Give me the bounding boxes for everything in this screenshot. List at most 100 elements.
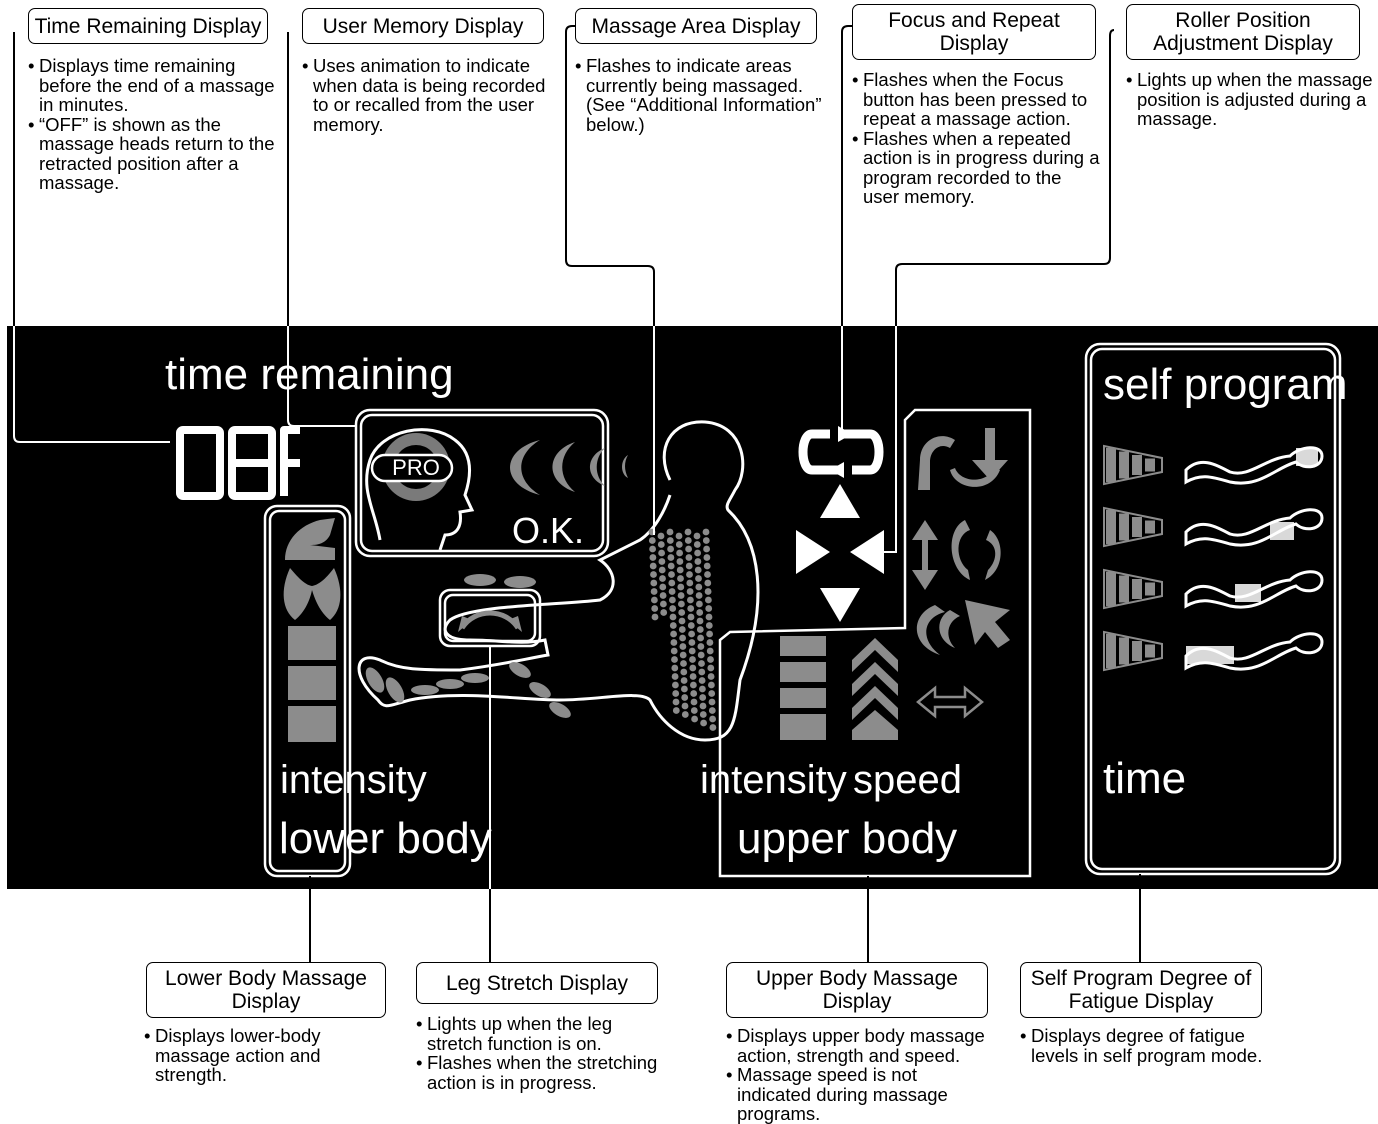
massage-area-dot: [678, 609, 686, 616]
lower-intensity-label: intensity: [280, 758, 427, 802]
massage-area-dot: [667, 545, 674, 553]
self-program-label: self program: [1103, 360, 1348, 409]
massage-area-dot: [686, 571, 693, 578]
massage-area-dot: [671, 673, 679, 680]
bullet: Lights up when the leg stretch function …: [416, 1014, 666, 1053]
fatigue-level-bars: [1103, 630, 1163, 672]
upper-intensity-bars: [780, 636, 826, 740]
fatigue-level-bars: [1103, 568, 1163, 610]
massage-area-dot: [708, 707, 716, 714]
massage-area-dot: [699, 685, 706, 693]
bullet: Displays degree of fatigue levels in sel…: [1020, 1026, 1280, 1065]
time-label: time: [1103, 754, 1187, 803]
massage-area-dot: [693, 532, 701, 540]
massage-area-dot: [696, 617, 704, 625]
massage-area-dot: [651, 605, 659, 612]
lower-body-label: lower body: [279, 814, 492, 863]
massage-area-dot: [695, 592, 703, 599]
massage-area-dot: [688, 630, 695, 638]
leg-massage-pads: [365, 574, 571, 718]
pro-badge-text: PRO: [392, 455, 440, 480]
massage-area-dot: [694, 558, 702, 565]
callout-title: Leg Stretch Display: [416, 962, 658, 1004]
time-digits-display: [176, 426, 300, 500]
reclined-body-icon: [1184, 508, 1324, 547]
massage-area-dot: [697, 634, 704, 642]
massage-area-dot: [697, 651, 705, 659]
massage-area-dot: [669, 596, 676, 604]
massage-area-dot: [708, 690, 716, 697]
lower-body-action-icons: [283, 518, 341, 620]
memory-wave-icon: [510, 440, 628, 495]
massage-area-dot: [706, 639, 714, 646]
massage-area-dot: [681, 702, 689, 710]
focus-arrows-icon: [796, 484, 884, 622]
upper-body-box: [718, 408, 1032, 878]
upper-body-label: upper body: [737, 814, 958, 863]
reclined-body-icon: [1184, 446, 1324, 485]
massage-area-dot: [671, 656, 678, 663]
massage-area-dot: [658, 566, 666, 574]
massage-area-dot: [649, 545, 656, 553]
massage-area-dot: [708, 698, 716, 706]
fatigue-row: [1103, 568, 1324, 610]
massage-area-dot: [698, 668, 706, 676]
massage-area-dot: [678, 626, 686, 633]
massage-area-dot: [694, 566, 702, 574]
massage-area-dot: [690, 681, 697, 689]
lower-intensity-bars: [288, 626, 336, 742]
massage-area-dot: [687, 613, 695, 621]
bullet: “OFF” is shown as the massage heads retu…: [28, 114, 278, 193]
width-adjust-icon: [916, 685, 984, 719]
massage-area-dot: [677, 592, 685, 599]
massage-area-dot: [705, 622, 713, 629]
callout-title: Focus and Repeat Display: [852, 4, 1096, 60]
bullet: Lights up when the massage position is a…: [1126, 70, 1376, 129]
massage-area-dot: [699, 694, 707, 701]
body-figure: [357, 420, 760, 742]
callout-bullets: Uses animation to indicate when data is …: [302, 56, 552, 134]
massage-area-dot: [657, 532, 665, 540]
callout-title: Massage Area Display: [575, 8, 817, 44]
massage-area-dot: [672, 707, 680, 714]
ok-indicator: O.K.: [512, 510, 585, 551]
fatigue-area-highlight: [1270, 522, 1294, 540]
callout-bullets: Flashes when the Focus button has been p…: [852, 70, 1102, 207]
massage-area-dot: [660, 609, 668, 616]
massage-area-dot: [670, 630, 677, 638]
massage-area-dot: [670, 647, 678, 655]
massage-area-dot: [695, 583, 703, 591]
fatigue-row: [1103, 630, 1324, 672]
massage-area-dot: [680, 660, 687, 667]
bullet: Flashes when the stretching action is in…: [416, 1053, 666, 1092]
massage-area-dot: [649, 562, 657, 570]
massage-area-dot: [704, 579, 712, 587]
massage-area-dot: [668, 588, 676, 595]
fatigue-area-highlight: [1186, 646, 1234, 664]
bullet: Displays lower-body massage action and s…: [144, 1026, 374, 1085]
massage-area-dot: [658, 558, 666, 565]
massage-area-dot: [685, 562, 693, 570]
massage-area-dot: [698, 677, 706, 684]
callout-bullets: Displays time remaining before the end o…: [28, 56, 278, 193]
massage-area-dot: [676, 549, 683, 557]
memory-head-icon: [365, 428, 475, 551]
massage-area-dot: [666, 528, 674, 536]
massage-area-dot: [709, 724, 717, 731]
massage-area-dot: [669, 613, 677, 621]
callout-title: Time Remaining Display: [28, 8, 268, 44]
massage-area-dot: [675, 541, 683, 548]
massage-area-dot: [685, 554, 693, 561]
massage-area-dot: [677, 583, 685, 591]
callout-title: User Memory Display: [302, 8, 544, 44]
bullet: Flashes when a repeated action is in pro…: [852, 128, 1102, 207]
self-program-box: [1084, 342, 1342, 876]
upper-intensity-label: intensity: [700, 758, 847, 802]
massage-area-dot: [685, 545, 692, 553]
massage-area-dot: [698, 660, 705, 667]
massage-area-dot: [672, 698, 680, 706]
massage-area-dot: [687, 622, 695, 629]
massage-area-dot: [703, 562, 711, 570]
callout-title: Self Program Degree of Fatigue Display: [1020, 962, 1262, 1018]
